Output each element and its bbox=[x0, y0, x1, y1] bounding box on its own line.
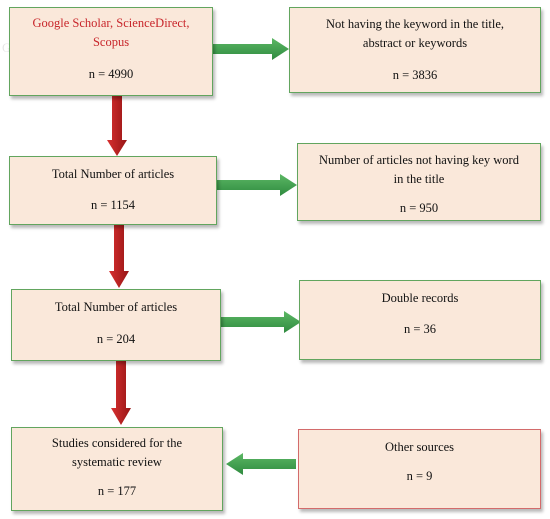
included-studies-box: Studies considered for the systematic re… bbox=[11, 427, 223, 511]
excluded-keyword-line1: Not having the keyword in the title, bbox=[325, 17, 505, 31]
other-sources-count: n = 9 bbox=[406, 469, 433, 483]
excluded-title-count: n = 950 bbox=[399, 201, 439, 215]
excluded-title-box: Number of articles not having key word i… bbox=[297, 143, 541, 221]
total-2-count: n = 204 bbox=[96, 332, 136, 346]
double-records-count: n = 36 bbox=[403, 322, 437, 336]
arrow-other-to-included bbox=[226, 453, 296, 475]
source-count: n = 4990 bbox=[88, 67, 134, 81]
double-records-label: Double records bbox=[381, 291, 459, 305]
excluded-keyword-line2: abstract or keywords bbox=[362, 36, 468, 50]
arrow-source-to-excluded bbox=[213, 38, 289, 60]
excluded-keyword-box: Not having the keyword in the title, abs… bbox=[289, 7, 541, 93]
other-sources-box: Other sources n = 9 bbox=[298, 429, 541, 509]
source-box: Google Scholar, ScienceDirect, Scopus n … bbox=[9, 7, 213, 96]
total-articles-box-2: Total Number of articles n = 204 bbox=[11, 289, 221, 361]
excluded-title-line2: in the title bbox=[393, 172, 445, 186]
arrow-total1-to-total2 bbox=[109, 225, 129, 288]
total-1-label: Total Number of articles bbox=[51, 167, 175, 181]
total-articles-box-1: Total Number of articles n = 1154 bbox=[9, 156, 217, 225]
double-records-box: Double records n = 36 bbox=[299, 280, 541, 360]
source-line1: Google Scholar, ScienceDirect, bbox=[32, 16, 190, 30]
total-2-label: Total Number of articles bbox=[54, 300, 178, 314]
other-sources-label: Other sources bbox=[384, 440, 455, 454]
arrow-total2-to-included bbox=[111, 361, 131, 425]
excluded-title-line1: Number of articles not having key word bbox=[319, 153, 519, 167]
arrow-total1-to-excluded-title bbox=[217, 174, 297, 196]
arrow-source-to-total1 bbox=[107, 96, 127, 156]
excluded-keyword-count: n = 3836 bbox=[392, 68, 438, 82]
included-count: n = 177 bbox=[97, 484, 137, 498]
source-line2: Scopus bbox=[92, 35, 130, 49]
included-line1: Studies considered for the bbox=[51, 436, 183, 450]
included-line2: systematic review bbox=[72, 455, 162, 469]
total-1-count: n = 1154 bbox=[90, 198, 136, 212]
arrow-total2-to-double bbox=[221, 311, 301, 333]
